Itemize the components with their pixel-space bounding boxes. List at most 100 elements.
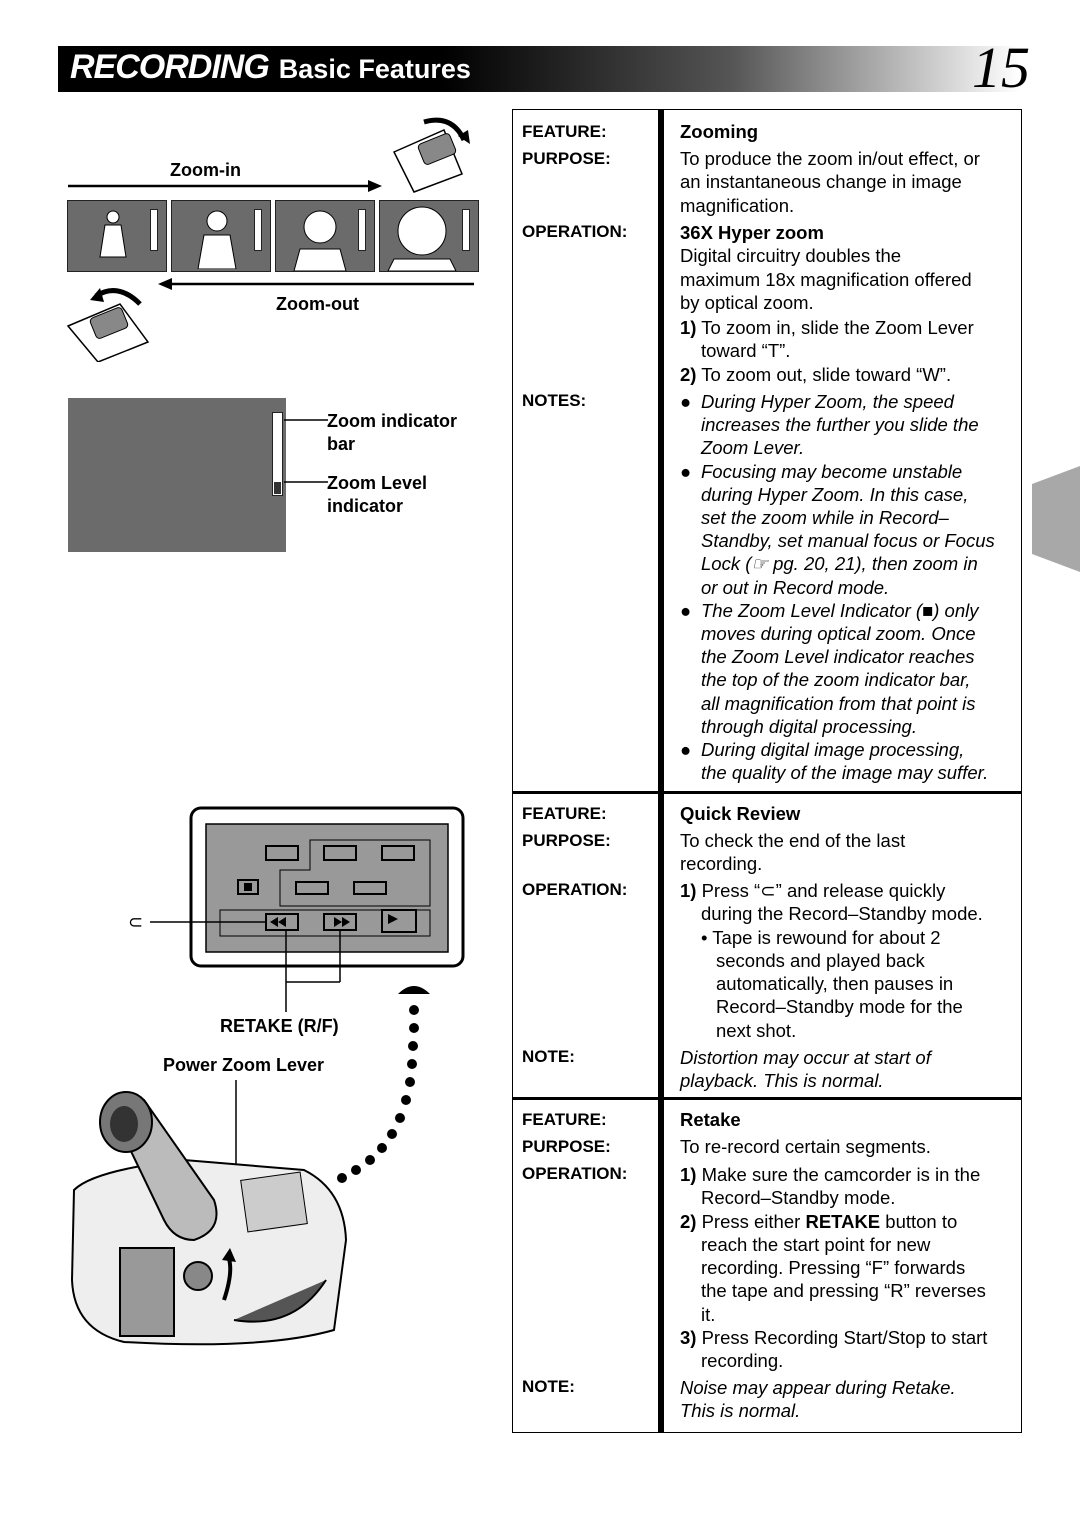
retake-operation: 1) Make sure the camcorder is in the Rec… (680, 1163, 987, 1373)
text-line: reach the start point for new (701, 1233, 931, 1255)
feature-retake: Retake (680, 1109, 741, 1130)
text-line: Digital circuitry doubles the (680, 245, 902, 267)
callout-lines (284, 419, 328, 483)
note-2: ●Focusing may become unstable (680, 460, 995, 483)
zoom-indicator-bar (462, 209, 470, 251)
zooming-operation: 36X Hyper zoom Digital circuitry doubles… (680, 221, 974, 386)
subsection-name: Basic Features (278, 54, 471, 84)
side-tab (1032, 466, 1080, 572)
zoom-thumb-4 (379, 200, 479, 272)
step-1: 1) Make sure the camcorder is in the (680, 1163, 987, 1186)
person-figure-icon (99, 210, 127, 258)
text-line: The Zoom Level Indicator (■) only (701, 599, 979, 621)
step-2: 2) Press either RETAKE button to (680, 1210, 987, 1233)
text-line: playback. This is normal. (680, 1070, 884, 1092)
operation-key: OPERATION: (522, 222, 628, 241)
text-line: This is normal. (680, 1400, 801, 1422)
camcorder-illustration (70, 1080, 348, 1346)
zoom-level-indicator (274, 482, 281, 494)
note-key: NOTE: (522, 1377, 575, 1396)
step-2: 2) To zoom out, slide toward “W”. (680, 363, 974, 386)
note-key: NOTE: (522, 1047, 575, 1066)
text-line: Lock (☞ pg. 20, 21), then zoom in (701, 553, 978, 575)
text-line: recording. (701, 1350, 784, 1372)
text-fragment: button to (880, 1210, 958, 1232)
step-number: 1) (680, 880, 697, 901)
text-line: To check the end of the last (680, 830, 906, 851)
text-line: During digital image processing, (701, 739, 965, 761)
step-number: 3) (680, 1327, 697, 1349)
zoom-indicator-bar (358, 209, 366, 251)
zoom-out-label: Zoom-out (276, 294, 359, 314)
text-line: Distortion may occur at start of (680, 1047, 931, 1068)
operation-key: OPERATION: (522, 880, 628, 899)
text-line: the quality of the image may suffer. (701, 762, 989, 784)
text-line: Standby, set manual focus or Focus (701, 530, 995, 552)
retake-button-ref: RETAKE (805, 1210, 881, 1232)
purpose-key: PURPOSE: (522, 149, 611, 168)
text-line: Record–Standby mode. (701, 1187, 896, 1209)
control-panel-diagram (150, 806, 465, 1012)
zoom-indicator-bar (272, 412, 283, 496)
text-line: Press “⊂” and release quickly (701, 880, 946, 901)
text-line: during Hyper Zoom. In this case, (701, 483, 969, 505)
text-line: increases the further you slide the (701, 414, 979, 436)
zoom-level-indicator-label: Zoom Level indicator (327, 473, 428, 516)
viewfinder-screen (68, 398, 286, 552)
purpose-key: PURPOSE: (522, 831, 611, 850)
quick-review-purpose: To check the end of the last recording. (680, 829, 905, 876)
feature-zooming: Zooming (680, 121, 759, 142)
text-line: Zoom Lever. (701, 437, 805, 459)
table-column-divider (658, 109, 664, 1433)
retake-purpose: To re-record certain segments. (680, 1136, 931, 1157)
zooming-purpose: To produce the zoom in/out effect, or an… (680, 147, 980, 217)
operation-key: OPERATION: (522, 1164, 628, 1183)
text-line: recording. Pressing “F” forwards (701, 1257, 966, 1279)
text-line: Record–Standby mode for the (716, 996, 963, 1018)
feature-table (512, 109, 1022, 1433)
purpose-key: PURPOSE: (522, 1137, 611, 1156)
step-1: 1) To zoom in, slide the Zoom Lever (680, 316, 974, 339)
quick-review-note: Distortion may occur at start of playbac… (680, 1046, 931, 1093)
note-3: ● The Zoom Level Indicator (■) only (680, 599, 995, 622)
hyper-zoom-title: 36X Hyper zoom (680, 222, 824, 243)
text-line: it. (701, 1303, 716, 1325)
quick-review-operation: 1) Press “⊂” and release quickly during … (680, 879, 983, 1042)
bullet-icon: ● (680, 599, 692, 621)
power-zoom-lever-label: Power Zoom Lever (163, 1055, 325, 1075)
retake-note: Noise may appear during Retake. This is … (680, 1376, 956, 1423)
text-line: all magnification from that point is (701, 692, 976, 714)
text-line: the tape and pressing “R” reverses (701, 1280, 986, 1302)
feature-key: FEATURE: (522, 1110, 607, 1129)
text-line: an instantaneous change in image (680, 171, 962, 193)
person-figure-icon (197, 210, 237, 269)
text-line: maximum 18x magnification offered (680, 268, 972, 290)
text-line: set the zoom while in Record– (701, 507, 949, 529)
step-1: 1) Press “⊂” and release quickly (680, 879, 983, 902)
text-line: To zoom in, slide the Zoom Lever (701, 317, 974, 339)
text-line: Press Recording Start/Stop to start (701, 1327, 988, 1349)
feature-key: FEATURE: (522, 122, 607, 141)
zoom-thumb-1 (67, 200, 167, 272)
feature-quick-review: Quick Review (680, 803, 801, 824)
zoom-lever-t-icon (392, 117, 470, 193)
text-line: next shot. (716, 1019, 797, 1041)
note-4: ●During digital image processing, (680, 738, 995, 761)
text-line: Make sure the camcorder is in the (701, 1164, 981, 1185)
text-line: during the Record–Standby mode. (701, 903, 983, 925)
text-line: automatically, then pauses in (716, 973, 954, 995)
zoom-indicator-bar (150, 209, 158, 251)
person-figure-icon (387, 206, 457, 271)
section-name: RECORDING (70, 48, 270, 86)
zoom-thumb-2 (171, 200, 271, 272)
zoom-thumb-3 (275, 200, 375, 272)
header-banner: RECORDING Basic Features (58, 46, 1020, 92)
text-line: Focusing may become unstable (701, 460, 963, 482)
text-line: or out in Record mode. (701, 576, 890, 598)
text-fragment: Press either (701, 1210, 806, 1232)
quick-review-icon: ⊂ (128, 912, 144, 932)
retake-label: RETAKE (R/F) (220, 1016, 339, 1036)
text-line: magnification. (680, 194, 795, 216)
step-number: 2) (680, 363, 697, 385)
step-number: 1) (680, 1164, 697, 1185)
